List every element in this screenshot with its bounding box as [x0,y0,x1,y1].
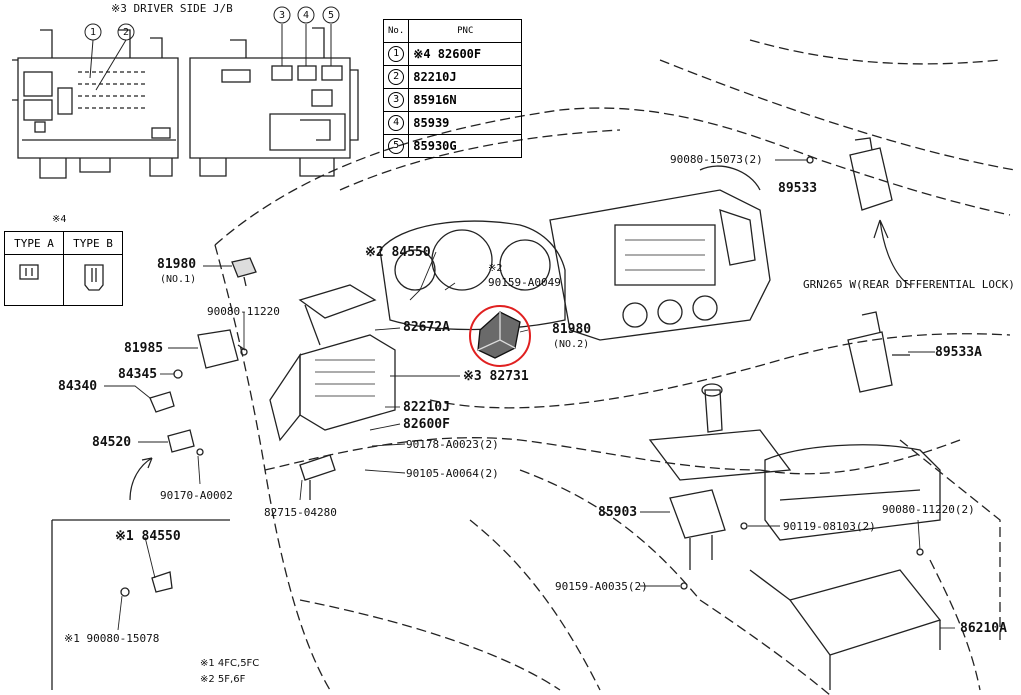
label-81980-no2: 81980 [552,322,592,337]
label-82672a: 82672A [403,320,450,335]
label-84550-s2: ※2 84550 [365,245,431,260]
part-81985 [197,329,248,369]
type-box-note: ※4 [52,214,67,225]
module-89533 [806,137,893,211]
label-89533a: 89533A [935,345,982,360]
fuse-box [269,284,396,442]
table-row: 2 82210J [382,65,523,89]
jb-callout-3: 3 [278,10,286,21]
type-a-cell [4,254,64,306]
type-b-label: TYPE B [63,231,123,255]
type-a-label: TYPE A [4,231,64,255]
unit-85903 [669,489,748,590]
relay-81980-no1 [231,257,257,287]
table-row: 4 85939 [382,111,523,135]
pnc-row-no: 1 [388,46,405,62]
leader-lines [104,159,955,631]
label-90080-11220: 90080-11220 [207,305,280,318]
label-82600f: 82600F [403,417,450,432]
jb-title: ※3 DRIVER SIDE J/B [111,2,233,15]
junction-block-front [12,29,179,179]
pnc-row-value: 85916N [408,88,523,112]
unit-86210a [749,548,942,690]
highlight-circle [469,305,531,367]
label-grn265: GRN265 W(REAR DIFFERENTIAL LOCK) [803,278,1015,291]
direction-arrows [129,219,911,501]
label-86210a: 86210A [960,621,1007,636]
jb-callout-5: 5 [327,10,335,21]
gear-shifter [648,383,792,481]
footnote-2: ※2 5F,6F [200,674,246,685]
label-90159-a0049: 90159-A0049 [488,276,561,289]
type-b-cell [63,254,123,306]
junction-block-rear [189,27,359,177]
label-82731: ※3 82731 [463,369,529,384]
pnc-row-value: 85939 [408,111,523,135]
label-85903: 85903 [598,505,638,520]
inset-84550 [51,519,230,690]
label-90080-15078: ※1 90080-15078 [64,632,160,645]
label-81980-no1-sub: (NO.1) [160,274,197,285]
pnc-table: No. PNC 1 ※4 82600F 2 82210J 3 85916N 4 … [382,19,523,158]
jb-callout-2: 2 [122,27,130,38]
footnote-1: ※1 4FC,5FC [200,658,260,669]
pnc-row-value: 85930G [408,134,523,158]
label-90119: 90119-08103(2) [783,520,876,533]
pnc-row-no: 2 [388,69,405,85]
label-81980-no1: 81980 [157,257,197,272]
table-row: 1 ※4 82600F [382,42,523,66]
type-table: TYPE A TYPE B [4,231,123,306]
label-90105: 90105-A0064(2) [406,467,499,480]
label-82210j: 82210J [403,400,450,415]
pnc-row-no: 5 [388,138,405,154]
label-90170: 90170-A0002 [160,489,233,502]
instrument-cluster [379,220,566,331]
pnc-row-no: 3 [388,92,405,108]
console [764,444,941,541]
module-89533a [847,311,910,393]
label-84345: 84345 [118,367,158,382]
label-90159-a0035: 90159-A0035(2) [555,580,648,593]
jb-leader-lines [84,6,340,91]
label-90178: 90178-A0023(2) [406,438,499,451]
center-stack [549,165,771,341]
label-84550-s1: ※1 84550 [115,529,181,544]
pnc-row-no: 4 [388,115,405,131]
label-84520: 84520 [92,435,132,450]
label-81985: 81985 [124,341,164,356]
pnc-row-value: ※4 82600F [408,42,523,66]
dashboard-outline [214,39,1016,695]
pnc-header-pnc: PNC [408,19,523,43]
jb-callout-4: 4 [302,10,310,21]
switch-84520 [167,429,204,456]
label-89533: 89533 [778,181,818,196]
label-81980-no2-sub: (NO.2) [553,339,590,350]
label-84340: 84340 [58,379,98,394]
pnc-row-value: 82210J [408,65,523,89]
jb-callout-1: 1 [89,27,97,38]
pnc-table-header: No. PNC [382,19,523,43]
table-row: 3 85916N [382,88,523,112]
pnc-header-no: No. [382,19,410,43]
bracket-82715 [299,454,336,500]
label-82715: 82715-04280 [264,506,337,519]
relay-81980-no2 [469,305,531,367]
label-90080-11220-b: 90080-11220(2) [882,503,975,516]
label-90080-15073: 90080-15073(2) [670,153,763,166]
table-row: 5 85930G [382,134,523,158]
label-90159-a0049-note: ※2 [488,263,503,274]
